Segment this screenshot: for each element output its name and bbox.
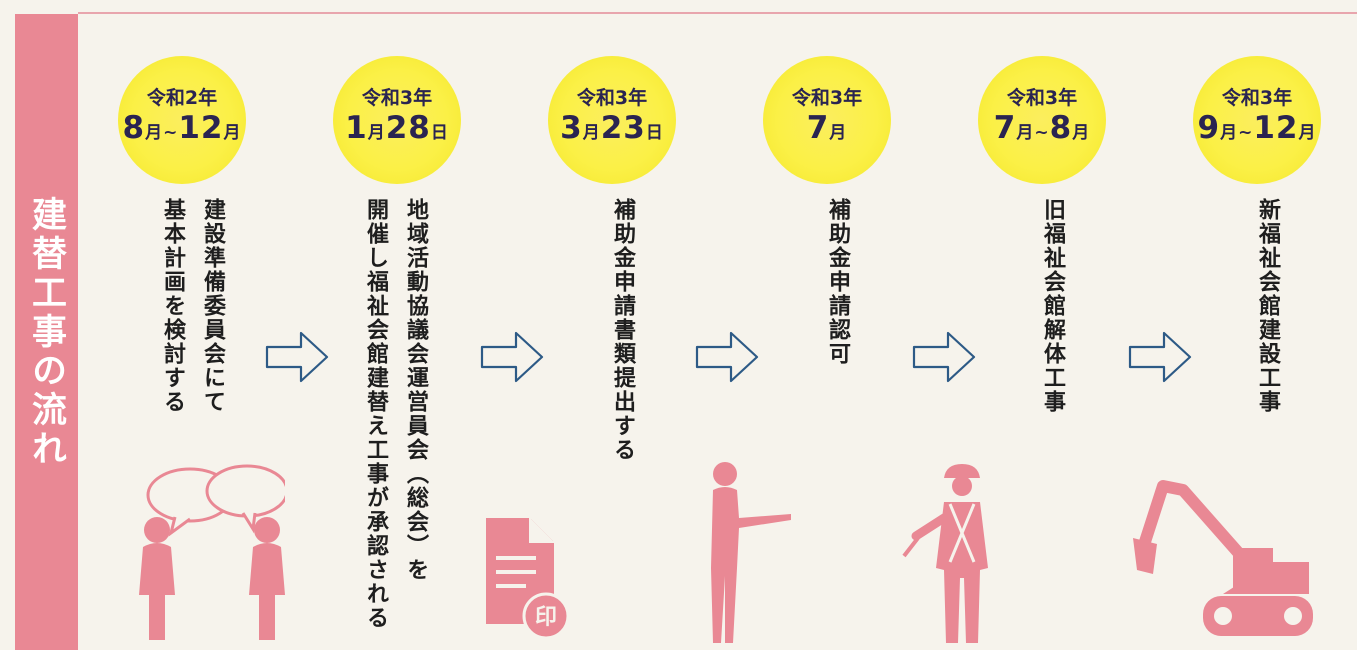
arrow-icon	[1128, 331, 1192, 383]
description-line: 旧福祉会館解体工事	[1040, 198, 1065, 414]
description-line: 補助金申請書類提出する	[610, 198, 635, 462]
date-label: 9月~12月	[1197, 110, 1317, 146]
description-line: 建設準備委員会にて	[200, 198, 225, 414]
date-label: 3月23日	[560, 110, 664, 146]
arrow-icon	[695, 331, 759, 383]
step-description: 建設準備委員会にて 基本計画を検討する	[152, 198, 232, 638]
description-line: 地域活動協議会運営員会（総会）を	[403, 198, 428, 582]
era-label: 令和3年	[361, 87, 433, 109]
arrow-icon	[265, 331, 329, 383]
step-description: 新福祉会館建設工事	[1247, 198, 1287, 638]
date-circle: 令和3年 7月~8月	[978, 56, 1106, 184]
date-label: 7月	[806, 110, 848, 146]
date-circle: 令和3年 9月~12月	[1193, 56, 1321, 184]
sidebar-title: 建替工事の流れ	[26, 196, 66, 469]
date-circle: 令和3年 3月23日	[548, 56, 676, 184]
date-circle: 令和2年 8月~12月	[118, 56, 246, 184]
excavator-icon	[1133, 480, 1313, 636]
step-description: 地域活動協議会運営員会（総会）を 開催し福祉会館建替え工事が承認される	[355, 198, 435, 638]
date-circle: 令和3年 1月28日	[333, 56, 461, 184]
era-label: 令和2年	[146, 87, 218, 109]
description-line: 新福祉会館建設工事	[1255, 198, 1280, 414]
era-label: 令和3年	[791, 87, 863, 109]
era-label: 令和3年	[1221, 87, 1293, 109]
step-5: 令和3年 7月~8月 旧福祉会館解体工事	[902, 0, 1140, 650]
date-label: 7月~8月	[993, 110, 1091, 146]
step-description: 旧福祉会館解体工事	[1032, 198, 1072, 638]
seal-text: 印	[535, 605, 557, 630]
step-description: 補助金申請認可	[817, 198, 857, 638]
date-label: 8月~12月	[122, 110, 242, 146]
description-line: 基本計画を検討する	[160, 198, 185, 414]
era-label: 令和3年	[576, 87, 648, 109]
top-divider	[78, 12, 1357, 14]
step-2: 令和3年 1月28日 地域活動協議会運営員会（総会）を 開催し福祉会館建替え工事…	[295, 0, 495, 650]
conversation-people-icon	[139, 464, 285, 640]
era-label: 令和3年	[1006, 87, 1078, 109]
description-line: 開催し福祉会館建替え工事が承認される	[363, 198, 388, 630]
document-seal-icon: 印	[486, 518, 570, 640]
step-3: 令和3年 3月23日 補助金申請書類提出する 印	[486, 0, 710, 650]
arrow-icon	[480, 331, 544, 383]
arrow-icon	[912, 331, 976, 383]
step-description: 補助金申請書類提出する	[602, 198, 642, 638]
construction-worker-icon	[902, 464, 988, 643]
step-6: 令和3年 9月~12月 新福祉会館建設工事	[1133, 0, 1355, 650]
step-4: 令和3年 7月 補助金申請認可	[711, 0, 925, 650]
date-label: 1月28日	[345, 110, 449, 146]
step-1: 令和2年 8月~12月 建設準備委員会にて 基本計画を検討する	[80, 0, 285, 650]
description-line: 補助金申請認可	[825, 198, 850, 366]
date-circle: 令和3年 7月	[763, 56, 891, 184]
pointing-person-icon	[711, 462, 791, 643]
sidebar	[15, 14, 78, 650]
